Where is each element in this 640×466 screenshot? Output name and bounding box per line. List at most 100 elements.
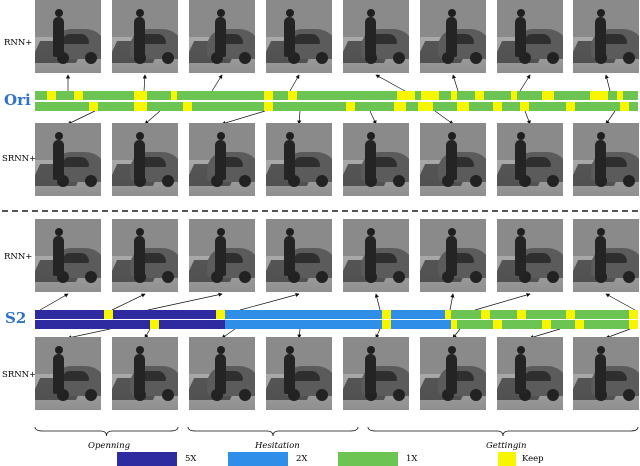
arrow-ori-srnn-2 [144, 110, 161, 125]
ori-bar2-segment-x1 [273, 102, 346, 111]
ori-bar1-segment-keep [288, 91, 298, 100]
s2-bar1-segment-keep [104, 310, 114, 319]
ori-bar2-segment-keep [619, 102, 629, 111]
ori-bar1-segment-keep [264, 91, 274, 100]
frame-rnn-bottom-1 [35, 219, 101, 292]
s2-bar2-segment-keep [493, 320, 503, 329]
frame-rnn-bottom-2 [112, 219, 178, 292]
s2-bar1-segment-keep [481, 310, 491, 319]
arrow-s2-srnn-5 [375, 328, 381, 339]
ori-bar1-segment-keep [74, 91, 84, 100]
ori-bar2-segment-x1 [432, 102, 458, 111]
phase-label-openning: Openning [88, 441, 131, 451]
arrow-ori-rnn-6 [452, 74, 459, 92]
brace-hesitation [187, 426, 359, 437]
frame-rnn-bottom-6 [420, 219, 486, 292]
ori-bar2-segment-x1 [628, 102, 638, 111]
frame-rnn-bottom-4 [266, 219, 332, 292]
row-label-rnn-top: RNN+ [4, 38, 33, 48]
arrow-s2-srnn-2 [144, 328, 151, 339]
s2-bar1-segment-x2 [390, 310, 446, 319]
frame-rnn-top-8 [573, 0, 639, 73]
s2-bar2-segment-keep [451, 320, 458, 329]
s2-bar2-segment-x1 [550, 320, 575, 329]
ori-bar1-segment-x1 [414, 91, 421, 100]
ori-bar1-segment-x1 [83, 91, 135, 100]
ori-bar2-segment-x1 [354, 102, 394, 111]
arrow-ori-srnn-1 [67, 110, 96, 125]
legend-swatch-2x [228, 452, 288, 466]
ori-bar1-segment-x1 [553, 91, 590, 100]
arrow-s2-rnn-8 [605, 293, 636, 311]
frame-srnn-top-4 [266, 123, 332, 196]
arrow-ori-srnn-3 [221, 110, 266, 125]
arrow-s2-rnn-4 [239, 292, 300, 311]
ori-bar2-segment-keep [393, 102, 406, 111]
brace-gettingin [367, 426, 639, 437]
ori-bar1-segment-x1 [607, 91, 617, 100]
frame-rnn-bottom-3 [189, 219, 255, 292]
s2-bar2-segment-keep [381, 320, 391, 329]
ori-bar2-segment-x1 [98, 102, 135, 111]
frame-srnn-bottom-7 [497, 337, 563, 410]
ori-bar1-segment-x1 [146, 91, 171, 100]
ori-bar2-segment-x1 [191, 102, 265, 111]
arrow-s2-rnn-1 [39, 293, 69, 311]
s2-bar2-segment-x1 [457, 320, 494, 329]
s2-bar2-segment-x2 [224, 320, 382, 329]
frame-srnn-top-2 [112, 123, 178, 196]
ori-bar2-segment-keep [457, 102, 470, 111]
s2-bar2-segment-x5 [35, 320, 150, 329]
ori-bar1-segment-keep [475, 91, 485, 100]
legend-label-1x: 1X [406, 454, 418, 464]
arrow-ori-srnn-4 [297, 110, 302, 125]
ori-bar1-segment-x1 [56, 91, 75, 100]
row-label-rnn-bottom: RNN+ [4, 252, 33, 262]
row-label-srnn-top: SRNN+ [2, 154, 37, 164]
s2-bar1-segment-x1 [451, 310, 482, 319]
frame-rnn-bottom-7 [497, 219, 563, 292]
frame-srnn-bottom-5 [343, 337, 409, 410]
ori-bar1-segment-x1 [35, 91, 48, 100]
frame-rnn-top-4 [266, 0, 332, 73]
frame-rnn-bottom-8 [573, 219, 639, 292]
arrow-ori-rnn-7 [519, 74, 531, 92]
frame-srnn-top-7 [497, 123, 563, 196]
ori-bar1-segment-keep [170, 91, 177, 100]
frame-srnn-bottom-2 [112, 337, 178, 410]
ori-bar2-segment-keep [565, 102, 575, 111]
arrow-s2-rnn-7 [474, 292, 531, 311]
ori-bar2-segment-keep [89, 102, 99, 111]
frame-srnn-top-8 [573, 123, 639, 196]
ori-bar1-segment-keep [589, 91, 608, 100]
frame-srnn-bottom-6 [420, 337, 486, 410]
arrow-s2-srnn-7 [529, 328, 561, 340]
s2-bar2-segment-keep [149, 320, 159, 329]
s2-bar1-segment-x2 [224, 310, 382, 319]
brace-openning [34, 426, 179, 437]
ori-bar1-segment-x1 [457, 91, 476, 100]
section-label-s2: S2 [5, 309, 27, 327]
ori-bar2-segment-x1 [35, 102, 90, 111]
s2-bar2-segment-keep [541, 320, 551, 329]
arrow-s2-srnn-6 [452, 328, 461, 339]
s2-bar2-segment-keep [628, 320, 638, 329]
ori-bar2-segment-keep [493, 102, 503, 111]
s2-bar1-segment-keep [445, 310, 452, 319]
s2-bar2-segment-x1 [502, 320, 542, 329]
legend-label-keep: Keep [522, 454, 544, 464]
s2-bar2-segment-x2 [390, 320, 452, 329]
ori-bar1-segment-keep [396, 91, 415, 100]
frame-rnn-bottom-5 [343, 219, 409, 292]
frame-srnn-top-1 [35, 123, 101, 196]
arrow-s2-srnn-3 [221, 328, 236, 339]
ori-bar1-segment-keep [541, 91, 554, 100]
ori-bar1-segment-keep [451, 91, 458, 100]
legend-label-5x: 5X [185, 454, 197, 464]
ori-bar1-segment-x1 [517, 91, 542, 100]
frame-rnn-top-5 [343, 0, 409, 73]
legend-swatch-5x [117, 452, 177, 466]
arrow-ori-srnn-5 [369, 110, 377, 125]
